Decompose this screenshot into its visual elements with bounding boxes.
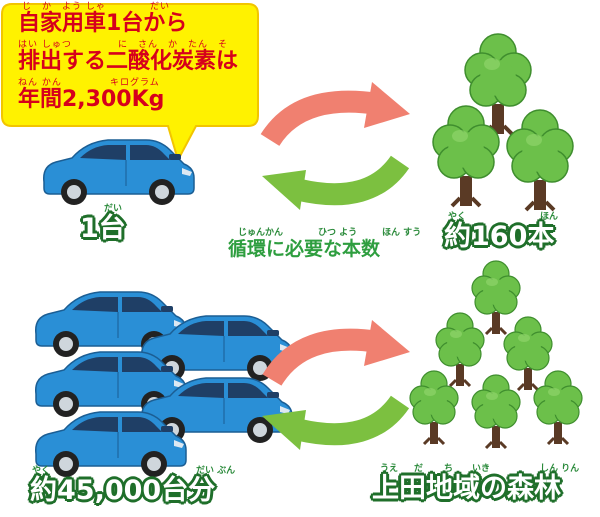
forest-tree-4 (408, 369, 460, 446)
cycle-ruby-c: ほん すう (382, 228, 422, 238)
forest-ruby-a: うえ (380, 464, 399, 474)
forest-label: 上田地域の森林 (372, 473, 561, 504)
tree-count-label: 約160本 (444, 221, 555, 252)
cycle-arrows-bottom (262, 320, 410, 450)
forest-ruby-d: いき (472, 464, 491, 474)
bubble-ruby-2a: はい しゅつ (18, 40, 72, 50)
car-single-label: 1台 (80, 213, 126, 244)
forest-ruby-b: だ (414, 464, 424, 474)
cars-ruby-b: だい ぶん (196, 466, 236, 476)
cycle-ruby-a: じゅんかん (238, 228, 284, 238)
cars-count-label: 約45,000台分 (30, 475, 216, 506)
forest-tree-3 (502, 315, 554, 392)
bubble-line-2: 排出する二酸化炭素は (18, 49, 239, 74)
forest-ruby-c: ち (444, 464, 454, 474)
bubble-line-1: 自家用車1台から (18, 11, 188, 36)
bubble-ruby-3b: キログラム (110, 78, 160, 88)
bubble-ruby-2b: に さん か たん そ (118, 40, 229, 50)
forest-tree-5 (470, 373, 522, 450)
bubble-line-3: 年間2,300Kg (18, 87, 165, 112)
speech-bubble-shape (1, 3, 259, 163)
cycle-label: 循環に必要な本数 (228, 238, 381, 260)
car-single (43, 139, 195, 206)
forest-tree-6 (532, 369, 584, 446)
cycle-arrows-top (260, 82, 410, 210)
forest-tree-1 (470, 259, 522, 336)
cycle-ruby-b: ひつ よう (318, 228, 358, 238)
tree-ruby-b: ほん (540, 212, 559, 222)
forest-ruby-e: しん りん (540, 464, 580, 474)
bubble-ruby-3a: ねん かん (18, 78, 62, 88)
bubble-ruby-1b: だい (150, 2, 171, 12)
speech-bubble: じ か よう しゃ だい 自家用車1台から はい しゅつ に さん か たん そ… (0, 0, 600, 170)
bubble-ruby-1a: じ か よう しゃ (22, 2, 106, 12)
tree-right (505, 108, 575, 212)
tree-left (431, 104, 501, 208)
cars-ruby-a: やく (32, 466, 51, 476)
car-single-ruby: だい (104, 204, 123, 214)
tree-ruby-a: やく (448, 212, 467, 222)
